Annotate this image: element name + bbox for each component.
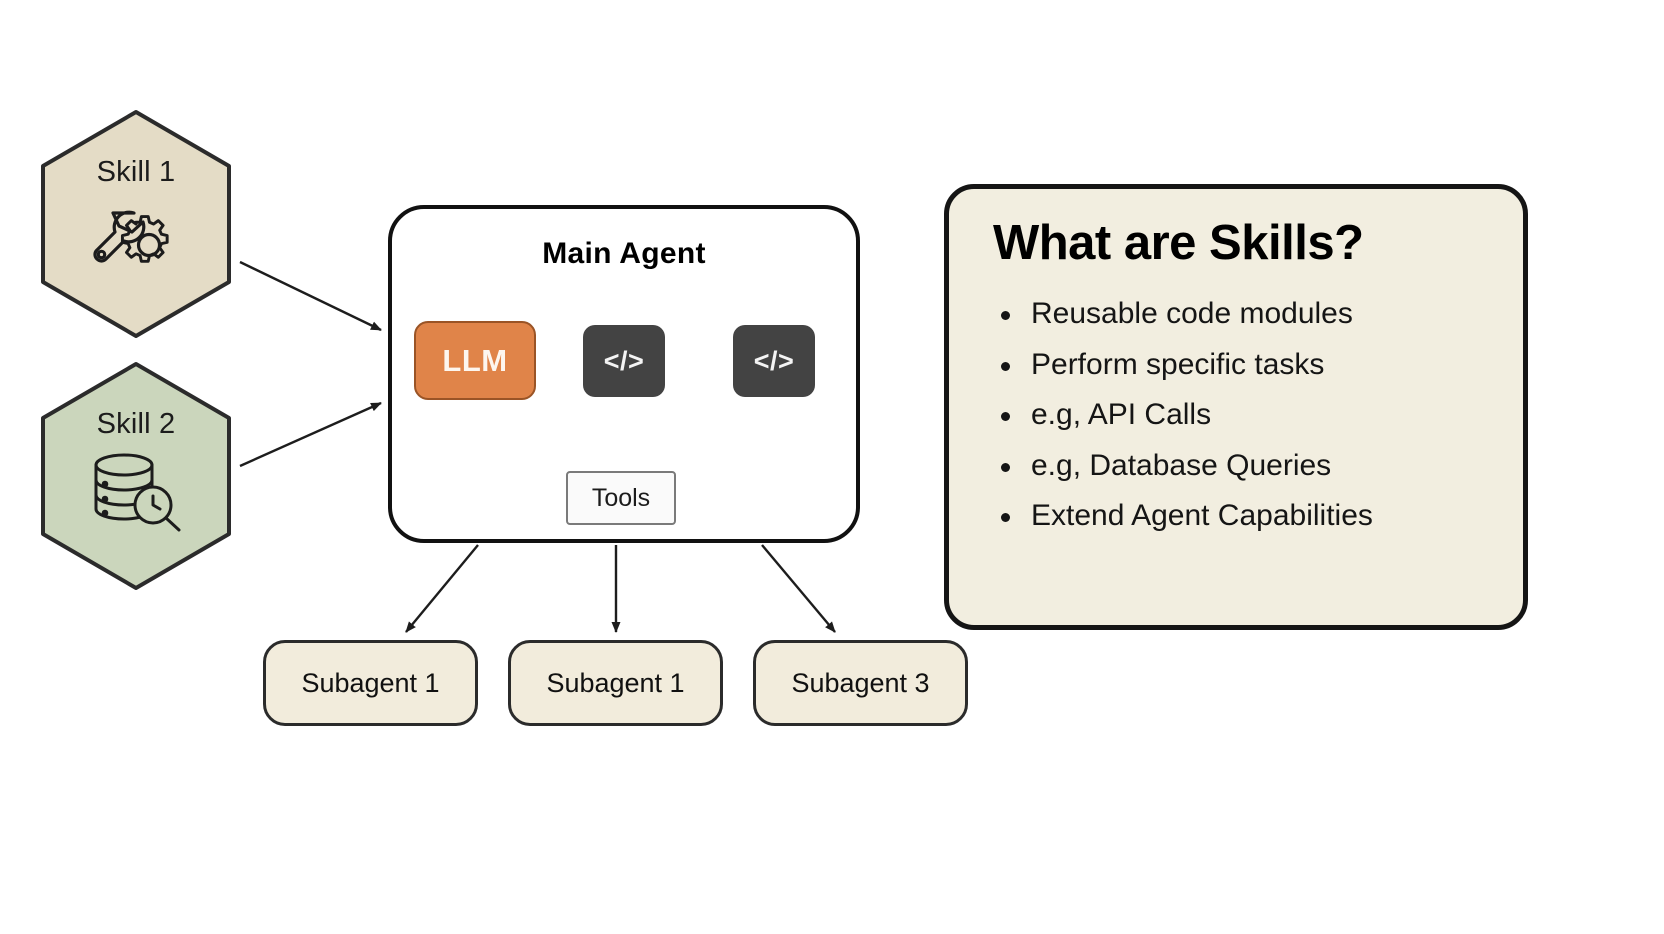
wrench-gear-icon [88, 199, 184, 284]
code-icon: </> [603, 345, 645, 376]
subagent-node-3[interactable]: Subagent 3 [753, 640, 968, 726]
skill-node-1[interactable]: Skill 1 [33, 108, 239, 340]
subagent-node-2-label: Subagent 1 [546, 667, 685, 698]
tools-node[interactable]: Tools [566, 471, 676, 525]
skill-node-1-label: Skill 1 [96, 156, 176, 188]
hexagon-shape [41, 362, 231, 590]
info-panel: What are Skills? Reusable code modules P… [944, 184, 1528, 630]
subagent-node-2[interactable]: Subagent 1 [508, 640, 723, 726]
code-icon: </> [753, 345, 795, 376]
skill-node-2-label: Skill 2 [96, 408, 176, 440]
list-item: Perform specific tasks [989, 348, 1489, 383]
subagent-node-3-label: Subagent 3 [791, 667, 930, 698]
tools-node-label: Tools [591, 483, 651, 512]
list-item: e.g, Database Queries [989, 449, 1489, 484]
code-block-node-2[interactable]: </> [733, 325, 815, 397]
list-item: e.g, API Calls [989, 398, 1489, 433]
wire-main-agent-to-subagent-1 [405, 544, 479, 633]
code-block-node-1[interactable]: </> [583, 325, 665, 397]
llm-node[interactable]: LLM [414, 321, 536, 400]
list-item: Extend Agent Capabilities [989, 499, 1489, 534]
skill-node-2[interactable]: Skill 2 [33, 360, 239, 592]
wire-skill2-to-main-agent [239, 401, 382, 468]
info-panel-title: What are Skills? [993, 216, 1364, 270]
subagent-node-1-label: Subagent 1 [301, 667, 440, 698]
llm-node-label: LLM [442, 342, 508, 378]
subagent-node-1[interactable]: Subagent 1 [263, 640, 478, 726]
main-agent-title: Main Agent [542, 237, 706, 270]
list-item: Reusable code modules [989, 297, 1489, 332]
info-panel-bullet-list: Reusable code modules Perform specific t… [989, 297, 1489, 534]
database-search-icon [86, 451, 186, 538]
wire-skill1-to-main-agent [239, 260, 382, 332]
wire-main-agent-to-subagent-3 [761, 544, 836, 633]
